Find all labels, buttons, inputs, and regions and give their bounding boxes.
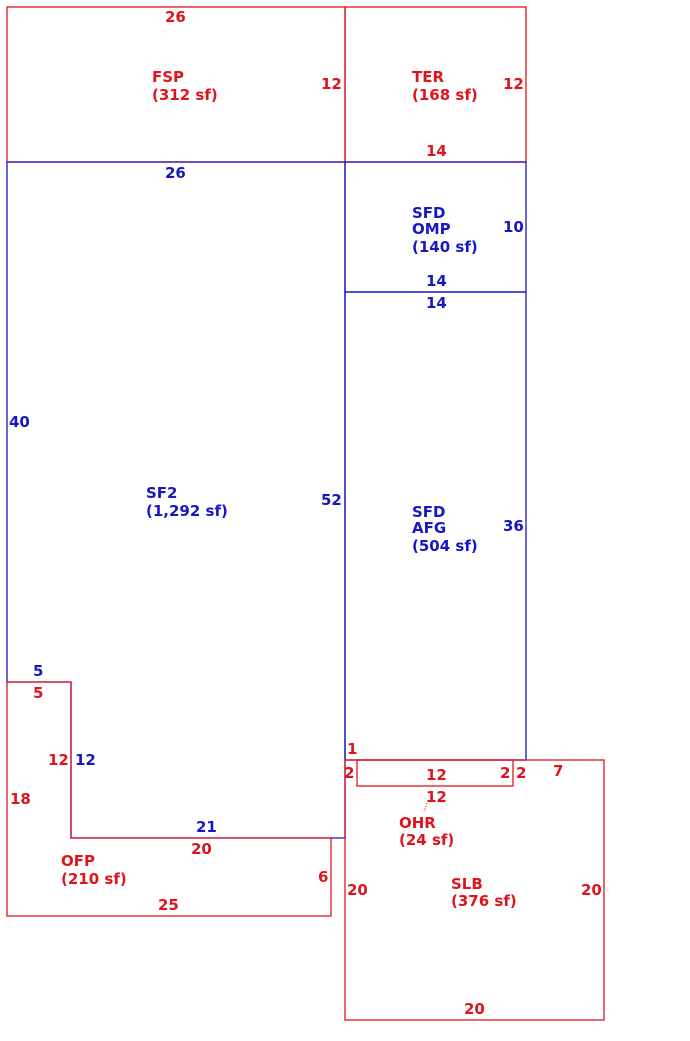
slb-name: SLB (451, 875, 483, 893)
ter-area: (168 sf) (412, 86, 478, 104)
dim-sf2-left: 40 (9, 413, 30, 431)
dim-sf2-right: 52 (321, 491, 342, 509)
ohr-name: OHR (399, 814, 436, 832)
dim-ter-bottom: 14 (426, 142, 447, 160)
ofp-area: (210 sf) (61, 870, 127, 888)
ohr-outline (356, 759, 514, 787)
dim-ohr-right: 2 (500, 764, 510, 782)
fsp-name: FSP (152, 68, 184, 86)
dim-ofp-left: 18 (10, 790, 31, 808)
dim-ofp-bottom: 25 (158, 896, 179, 914)
dim-omp-right: 10 (503, 218, 524, 236)
dim-ohr-left: 2 (344, 764, 354, 782)
dim-slb-bottom: 20 (464, 1000, 485, 1018)
ofp-name: OFP (61, 852, 95, 870)
afg-line1: SFD (412, 503, 446, 521)
ofp-outline (6, 681, 332, 917)
omp-line1: SFD (412, 204, 446, 222)
dim-afg-right: 36 (503, 517, 524, 535)
dim-fsp-top: 26 (165, 8, 186, 26)
sf2-area: (1,292 sf) (146, 502, 228, 520)
dim-slb-small-right: 2 (516, 764, 526, 782)
dim-ohr-bottom: 12 (426, 788, 447, 806)
omp-line2: OMP (412, 220, 451, 238)
ohr-leader (423, 799, 429, 813)
dim-ofp-mid: 20 (191, 840, 212, 858)
dim-ofp-inner: 12 (48, 751, 69, 769)
dim-ohr-top: 12 (426, 766, 447, 784)
dim-omp-bottom: 14 (426, 272, 447, 290)
dim-ofp-top: 5 (33, 684, 43, 702)
dim-sf2-notch-top: 5 (33, 662, 43, 680)
slb-area: (376 sf) (451, 892, 517, 910)
ohr-area: (24 sf) (399, 831, 454, 849)
dim-afg-top: 14 (426, 294, 447, 312)
dim-slb-left: 20 (347, 881, 368, 899)
dim-ohr-small-left: 1 (347, 740, 357, 758)
dim-sf2-top: 26 (165, 164, 186, 182)
dim-slb-top: 7 (553, 762, 563, 780)
ter-name: TER (412, 68, 444, 86)
dim-sf2-bottom: 21 (196, 818, 217, 836)
dim-slb-right: 20 (581, 881, 602, 899)
dim-ofp-right: 6 (318, 868, 328, 886)
fsp-area: (312 sf) (152, 86, 218, 104)
dim-fsp-right: 12 (321, 75, 342, 93)
omp-area: (140 sf) (412, 238, 478, 256)
sf2-name: SF2 (146, 484, 178, 502)
dim-sf2-notch-side: 12 (75, 751, 96, 769)
afg-area: (504 sf) (412, 537, 478, 555)
afg-line2: AFG (412, 519, 446, 537)
dim-ter-right: 12 (503, 75, 524, 93)
